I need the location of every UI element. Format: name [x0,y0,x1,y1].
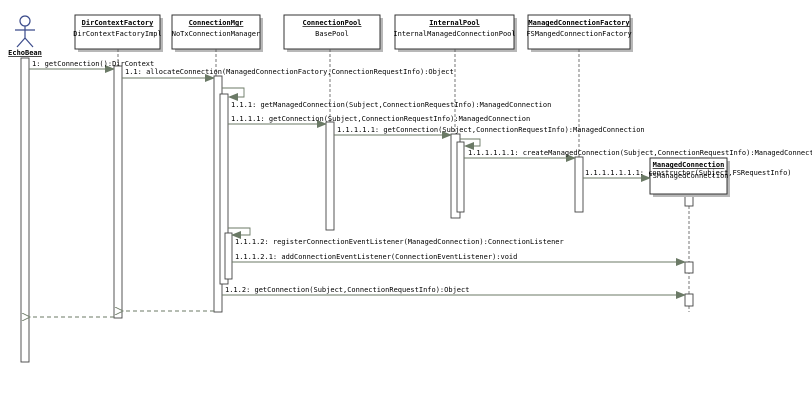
message-label: 1.1.1: getManagedConnection(Subject,Conn… [231,101,551,109]
message-label: 1: getConnection():DirContext [32,60,154,68]
message-1-1: 1.1: allocateConnection(ManagedConnectio… [122,68,454,82]
message-label: 1.1.1.1.1.1: createManagedConnection(Sub… [468,149,812,157]
participant-connectionpool: ConnectionPool BasePool [283,14,383,52]
message-1-1-1-2: 1.1.1.2: registerConnectionEventListener… [228,227,564,246]
participant-internalpool: InternalPool InternalManagedConnectionPo… [393,14,517,52]
activation-dircontextfactory [113,65,123,319]
created-object-instance-name: FSManagedConnection [648,172,728,180]
activation-connectionmgr-nested-2 [224,232,233,280]
participant-managedconnectionfactory: ManagedConnectionFactory FSMangedConnect… [526,14,633,52]
participant-class-name: DirContextFactory [82,19,154,27]
activation-managedconnection-2 [684,261,694,274]
actor-icon [15,15,35,48]
message-1-1-1-1-1-1-1: 1.1.1.1.1.1.1: constructor(Subject,FSReq… [583,169,792,182]
participant-class-name: ConnectionMgr [189,19,244,27]
message-1-1-1-1: 1.1.1.1: getConnection(Subject,Connectio… [228,115,530,128]
actor-name: EchoBean [8,49,42,57]
message-1-1-1-2-1: 1.1.1.2.1: addConnectionEventListener(Co… [232,253,686,266]
message-label: 1.1.1.1: getConnection(Subject,Connectio… [231,115,530,123]
participant-class-name: ManagedConnectionFactory [528,19,630,27]
message-1-1-1: 1.1.1: getManagedConnection(Subject,Conn… [222,87,551,109]
participant-class-name: InternalPool [429,19,480,27]
message-1-1-1-1-1-1: 1.1.1.1.1.1: createManagedConnection(Sub… [464,149,812,162]
participant-instance-name: FSMangedConnectionFactory [526,30,631,38]
activation-echobean [20,57,30,363]
participant-instance-name: DirContextFactoryImpl [73,30,162,38]
created-object-class-name: ManagedConnection [653,161,725,169]
message-label: 1.1.1.1.1.1.1: constructor(Subject,FSReq… [585,169,792,177]
activation-connectionmgr-nested-1 [219,93,229,285]
activation-managedconnection-3 [684,293,694,307]
created-object-managedconnection: ManagedConnection FSManagedConnection [648,157,730,197]
participant-connectionmgr: ConnectionMgr NoTxConnectionManager [171,14,263,52]
message-1-1-1-1-1: 1.1.1.1.1: getConnection(Subject,Connect… [334,126,645,139]
participant-instance-name: BasePool [315,30,349,38]
participant-instance-name: InternalManagedConnectionPool [393,30,515,38]
participant-class-name: ConnectionPool [302,19,361,27]
activation-internalpool-nested [456,141,465,213]
message-label: 1.1.1.2.1: addConnectionEventListener(Co… [235,253,517,261]
message-label: 1.1.1.2: registerConnectionEventListener… [235,238,564,246]
actor-echobean: EchoBean [8,15,42,57]
participant-dircontextfactory: DirContextFactory DirContextFactoryImpl [73,14,163,52]
message-label: 1.1.1.1.1: getConnection(Subject,Connect… [337,126,645,134]
participant-instance-name: NoTxConnectionManager [172,30,261,38]
activation-managedconnection-1 [684,195,694,207]
message-1-1-2: 1.1.2: getConnection(Subject,ConnectionR… [222,286,686,299]
message-1: 1: getConnection():DirContext [29,60,154,73]
message-label: 1.1: allocateConnection(ManagedConnectio… [125,68,454,76]
message-label: 1.1.2: getConnection(Subject,ConnectionR… [225,286,469,294]
activation-connectionpool [325,121,335,231]
activation-managedconnectionfactory [574,156,584,213]
internalpool-self-call [460,138,481,150]
